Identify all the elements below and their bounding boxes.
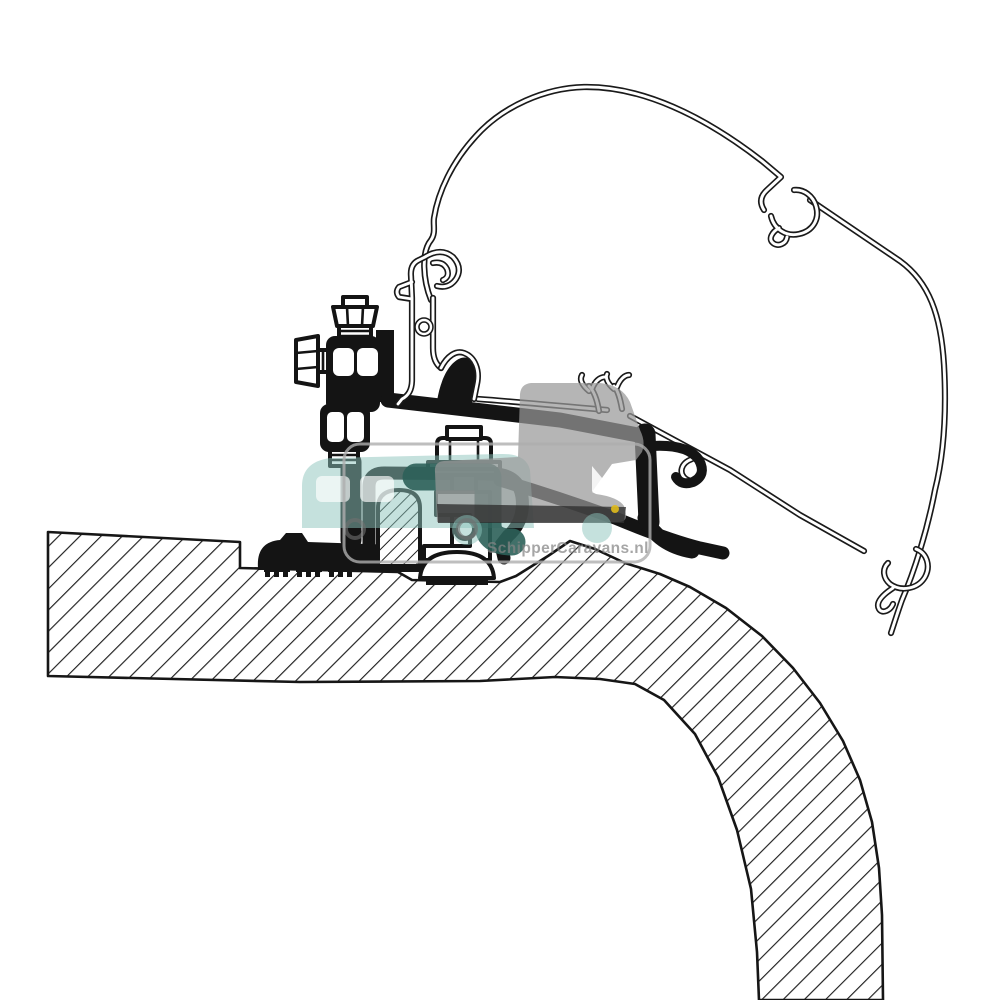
watermark-border — [342, 442, 652, 564]
wheel-ring-van — [456, 518, 478, 540]
awning-case-outer-edge-inner — [422, 85, 783, 302]
awning-case-right-edge-inner — [808, 198, 947, 635]
foot-washer — [426, 578, 488, 585]
upper-keder-hook-inner — [769, 188, 819, 247]
top-bolt — [331, 295, 379, 344]
dome-foot — [418, 550, 496, 580]
caravan-window-2 — [360, 476, 394, 502]
wheel-teal-front — [582, 513, 612, 543]
caravan-window-1 — [316, 476, 350, 502]
caravan-logo-dark-outline — [402, 463, 526, 556]
watermark-site-text: SchipperCaravans.nl — [487, 540, 649, 557]
seal-strip-tail — [637, 510, 700, 559]
roof-hatched-body — [46, 530, 885, 1000]
wheel-ring-caravan — [344, 518, 366, 540]
lower-case-hook-inner — [876, 547, 930, 613]
motorhome-lower-band — [437, 504, 626, 523]
motorhome-silhouette — [434, 383, 644, 522]
motorhome-windshield — [592, 466, 613, 491]
caravan-roof-cross-section — [46, 530, 885, 1000]
awning-case-outer-edge — [421, 83, 785, 304]
bolt-tip — [445, 425, 483, 441]
headlight-dot — [611, 505, 619, 513]
schippercaravans-watermark: SchipperCaravans.nl — [302, 383, 652, 564]
channel-keyhole-inner — [415, 318, 433, 336]
ogee-bump-inner — [439, 350, 480, 401]
foot-serrations — [264, 564, 354, 577]
profile-foot-channel-inner — [395, 250, 461, 406]
upper-clamp-block — [326, 336, 380, 412]
profile-catch-hook — [647, 440, 707, 489]
ogee-black-core — [445, 369, 472, 402]
